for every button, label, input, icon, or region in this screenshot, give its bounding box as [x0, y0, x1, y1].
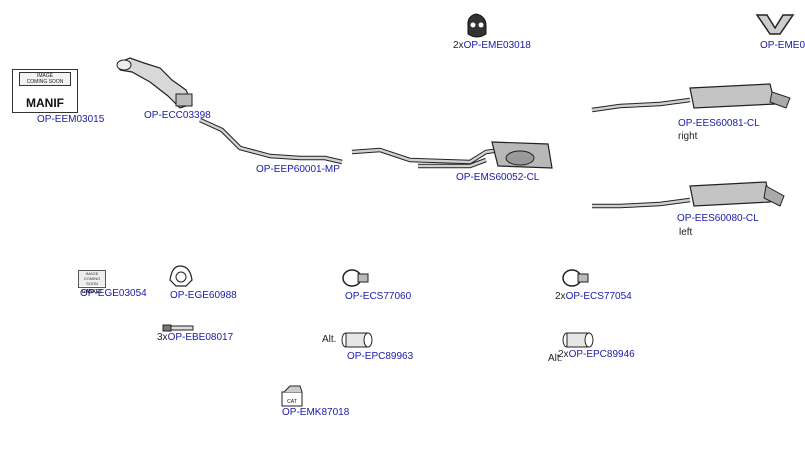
part-label-emk87018[interactable]: OP-EMK87018	[282, 407, 349, 419]
gasket-placeholder-icon[interactable]: IMAGE COMING SOON GASKET	[78, 270, 106, 295]
part-label-ege60988[interactable]: OP-EGE60988	[170, 290, 237, 302]
part-label-ecc03398[interactable]: OP-ECC03398	[144, 110, 211, 122]
part-code: OP-EGE60988	[170, 290, 237, 301]
qty: 2x	[555, 291, 566, 302]
part-code: OP-EES60081-CL	[678, 118, 760, 129]
part-label-ege03054[interactable]: OP-EGE03054	[80, 288, 147, 300]
note-right: right	[678, 131, 698, 142]
qty: 2x	[558, 349, 569, 360]
part-label-ees60081[interactable]: OP-EES60081-CL	[678, 118, 760, 130]
part-code: OP-EGE03054	[80, 288, 147, 299]
rear-silencer-left-icon[interactable]	[592, 181, 785, 209]
part-code: OP-EEP60001-MP	[256, 164, 340, 175]
hanger-bracket-icon[interactable]	[755, 14, 795, 35]
catalytic-converter-icon[interactable]	[116, 57, 193, 109]
part-code: OP-EPC89963	[347, 351, 414, 362]
mounting-rubber-icon[interactable]	[467, 13, 487, 38]
clamp-icon[interactable]	[342, 269, 369, 287]
gasket-icon[interactable]	[169, 265, 193, 287]
part-code: OP-EPC89946	[568, 349, 635, 360]
manifold-placeholder-icon[interactable]: IMAGE COMING SOON MANIF	[12, 69, 78, 113]
part-label-ems60052[interactable]: OP-EMS60052-CL	[456, 172, 539, 184]
part-code: OP-EES60080-CL	[677, 213, 759, 224]
kit-label: CAT	[287, 399, 297, 405]
placeholder-header: IMAGE COMING SOON	[79, 271, 105, 286]
part-code: OP-EME03018	[463, 40, 531, 51]
note-alt: Alt.	[322, 334, 337, 345]
part-code: OP-EBE08017	[167, 332, 234, 343]
placeholder-text: GASKET	[81, 289, 103, 295]
middle-silencer-icon[interactable]	[351, 141, 553, 169]
front-pipe-icon[interactable]	[199, 117, 343, 165]
part-code: OP-EMK87018	[282, 407, 350, 418]
mounting-kit-icon[interactable]: CAT	[281, 385, 303, 407]
placeholder-header: IMAGE COMING SOON	[19, 72, 71, 86]
part-label-ecs77054[interactable]: 2xOP-ECS77054	[555, 291, 632, 303]
part-code: OP-EMS60052-CL	[456, 172, 540, 183]
part-code: OP-EME0	[760, 40, 805, 51]
pipe-connector-icon[interactable]	[341, 332, 373, 348]
part-label-epc89963[interactable]: OP-EPC89963	[347, 351, 413, 363]
qty: 2x	[453, 40, 464, 51]
clamp-icon[interactable]	[562, 269, 589, 287]
part-label-epc89946[interactable]: 2xOP-EPC89946	[558, 349, 635, 361]
part-code: OP-ECC03398	[144, 110, 211, 121]
note-left: left	[679, 227, 693, 238]
pipe-connector-icon[interactable]	[562, 332, 594, 348]
part-label-ecs77060[interactable]: OP-ECS77060	[345, 291, 411, 303]
part-label-eme-cut[interactable]: OP-EME0	[760, 40, 805, 52]
part-label-ees60080[interactable]: OP-EES60080-CL	[677, 213, 759, 225]
note-alt: Alt.	[548, 353, 563, 364]
placeholder-text: MANIF	[26, 96, 64, 110]
part-label-eep60001[interactable]: OP-EEP60001-MP	[256, 164, 340, 176]
qty: 3x	[157, 332, 168, 343]
part-code: OP-ECS77054	[565, 291, 632, 302]
bolt-icon[interactable]	[162, 324, 194, 332]
part-code: OP-ECS77060	[345, 291, 412, 302]
part-label-eem03015[interactable]: OP-EEM03015	[37, 114, 104, 126]
part-code: OP-EEM03015	[37, 114, 105, 125]
rear-silencer-right-icon[interactable]	[591, 83, 791, 113]
part-label-eme03018[interactable]: 2xOP-EME03018	[453, 40, 531, 52]
part-label-ebe08017[interactable]: 3xOP-EBE08017	[157, 332, 233, 344]
